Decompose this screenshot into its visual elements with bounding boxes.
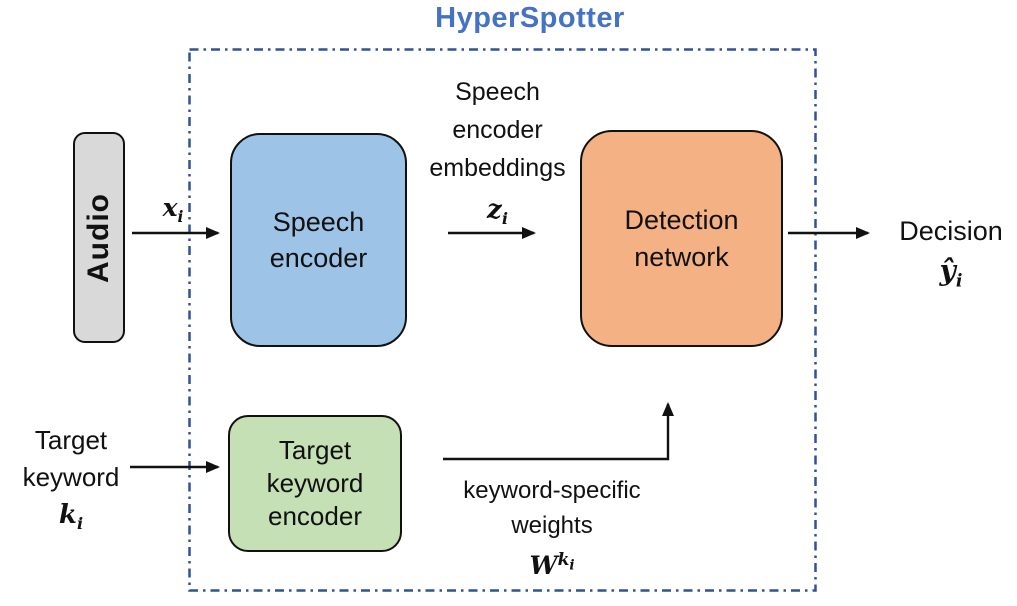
x-i-symbol: xi <box>162 193 184 226</box>
arrow-weights-to-detection <box>443 402 674 461</box>
speech-encoder-label: Speech encoder <box>269 206 368 273</box>
keyword-weights-line1: keyword-specific <box>463 477 641 504</box>
speech-embeddings-line1: Speech <box>455 78 540 106</box>
audio-label: Audio <box>82 192 116 283</box>
target-keyword-input: Target keyword ki <box>5 422 137 542</box>
target-keyword-line1: Target <box>34 425 108 455</box>
target-keyword-line2: keyword <box>22 462 120 492</box>
speech-embeddings-label: Speech encoder embeddings <box>405 73 590 187</box>
audio-node: Audio <box>73 132 125 343</box>
keyword-weights-label: keyword-specific weights Wki <box>438 473 666 584</box>
diagram-title: HyperSpotter <box>435 2 625 34</box>
decision-label: Decision <box>899 216 1003 246</box>
speech-embeddings-line2: encoder <box>452 116 543 144</box>
detection-network-node: Detection network <box>580 130 783 347</box>
z-i-symbol: zi <box>487 195 508 229</box>
speech-encoder-node: Speech encoder <box>230 133 407 347</box>
keyword-weights-line2: weights <box>511 512 593 539</box>
decision-output: Decision ŷi <box>884 213 1017 300</box>
speech-embeddings-line3: embeddings <box>429 154 566 182</box>
target-keyword-encoder-label: Target keyword encoder <box>266 434 364 532</box>
k-i-symbol: ki <box>58 500 84 534</box>
detection-network-label: Detection network <box>624 205 739 272</box>
y-hat-i-symbol: ŷi <box>939 254 963 292</box>
target-keyword-encoder-node: Target keyword encoder <box>228 415 402 552</box>
w-ki-symbol: Wki <box>529 550 575 581</box>
